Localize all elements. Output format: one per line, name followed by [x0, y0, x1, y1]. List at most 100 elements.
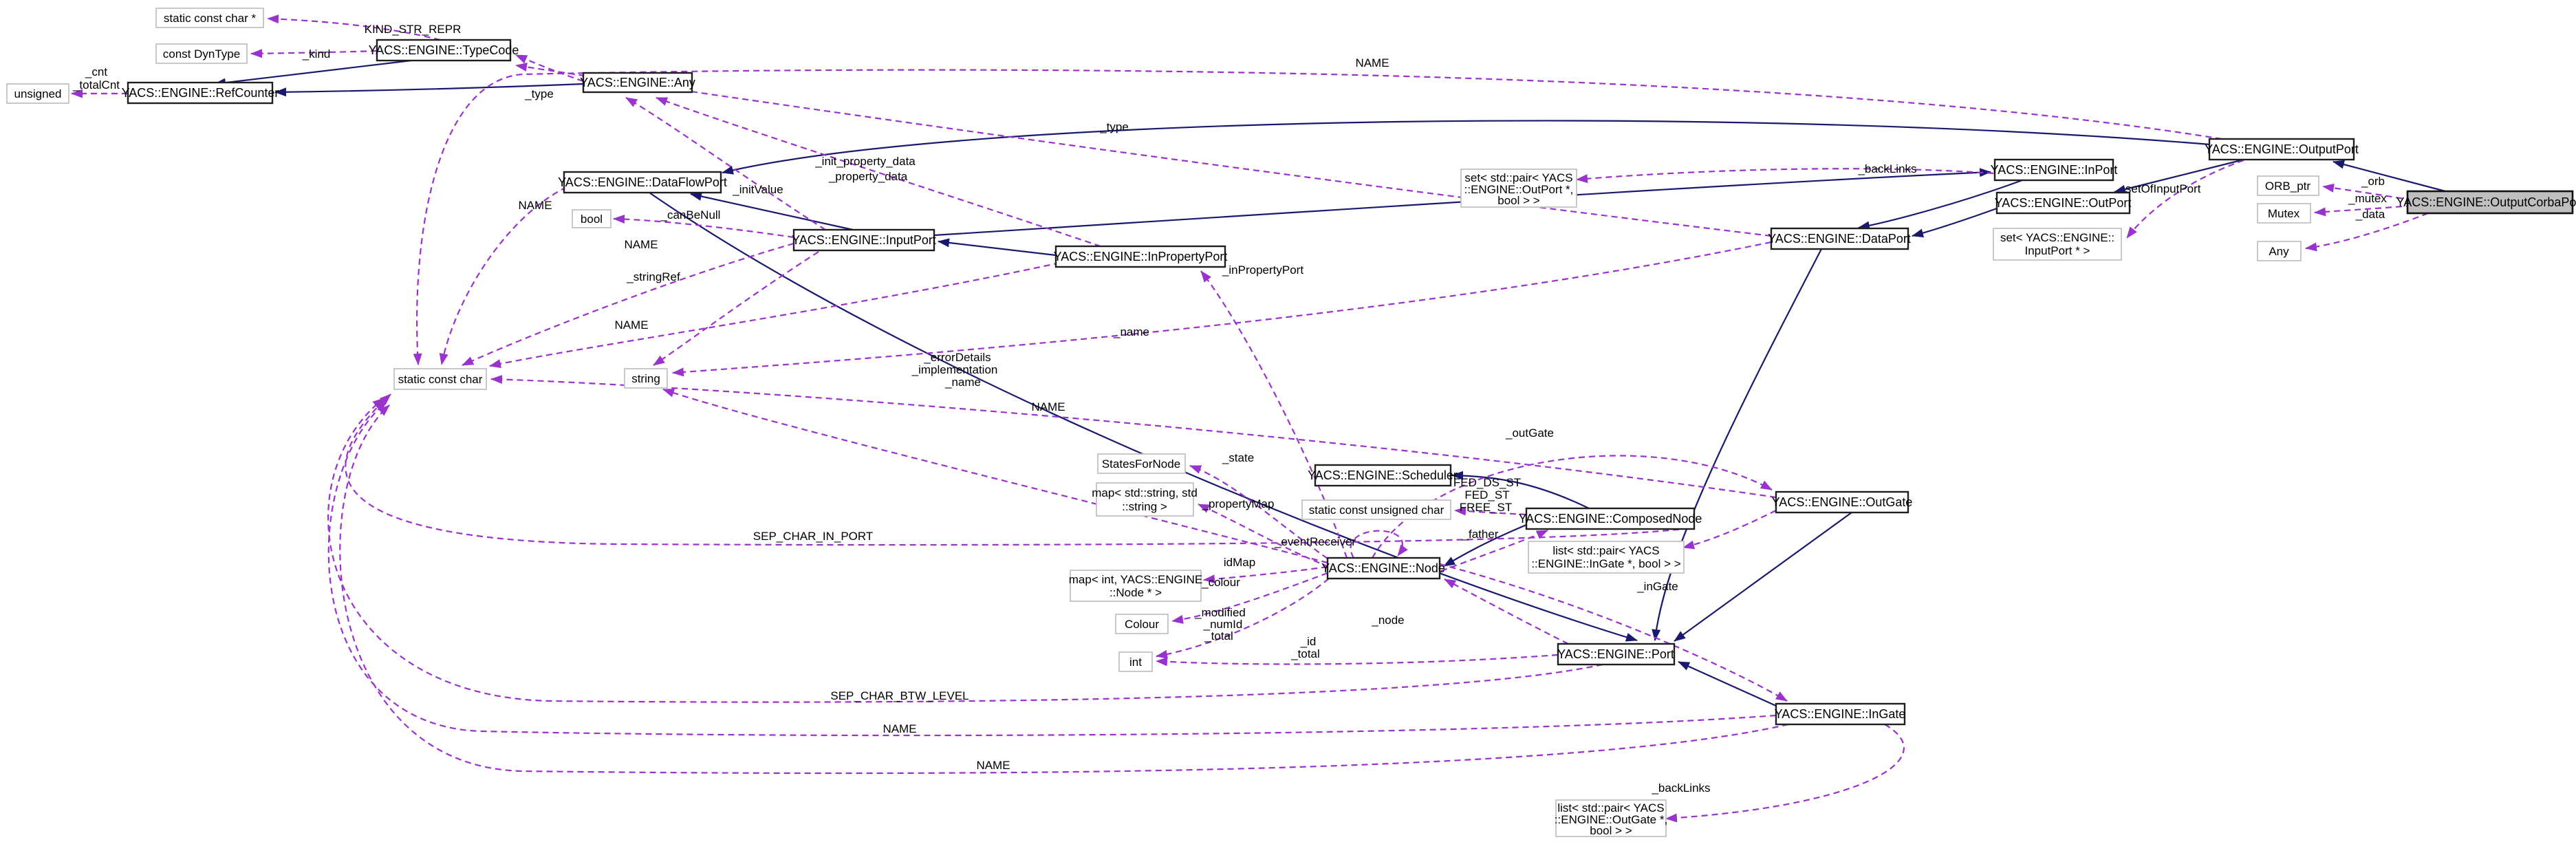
ext-node-static-const-char-ptr: static const char *: [155, 8, 264, 28]
edge-label-colour: _colour: [1201, 576, 1240, 589]
class-node-inputport[interactable]: YACS::ENGINE::InputPort: [792, 228, 936, 252]
ext-node-map-string-string-box: [1096, 482, 1194, 517]
ext-node-static-const-uchar-box: [1301, 499, 1451, 520]
edge-label-name-dataport: _name: [1113, 325, 1149, 338]
class-node-any[interactable]: YACS::ENGINE::Any: [580, 72, 695, 94]
ext-node-bool-label: bool: [581, 213, 603, 226]
edge-usage-node-int: [1156, 578, 1330, 659]
edge-usage-outgate-name: [490, 375, 1777, 499]
ext-node-list-outgate-line3: bool > >: [1590, 824, 1632, 837]
edge-usage-port-name: [327, 401, 1777, 737]
class-node-node-label: YACS::ENGINE::Node: [1321, 561, 1445, 575]
ext-node-set-outport-line3: bool > >: [1497, 194, 1540, 207]
class-node-outgate[interactable]: YACS::ENGINE::OutGate: [1772, 490, 1913, 514]
ext-node-static-const-uchar: static const unsigned char: [1301, 499, 1451, 520]
class-node-port-box: [1557, 643, 1676, 666]
edge-usage-idmap: [1203, 565, 1328, 584]
class-node-node[interactable]: YACS::ENGINE::Node: [1321, 557, 1445, 580]
edge-usage-stringref: [653, 251, 819, 366]
class-node-outport[interactable]: YACS::ENGINE::OutPort: [1995, 191, 2132, 215]
class-node-any-label: YACS::ENGINE::Any: [580, 76, 695, 89]
class-node-outputport-box: [2208, 138, 2355, 161]
edge-usage-father: [1440, 529, 1548, 572]
edge-label-type-any: _type: [524, 87, 554, 100]
edge-label-sep-char-btw-level: SEP_CHAR_BTW_LEVEL: [830, 689, 968, 702]
ext-node-list-outgate-line1: list< std::pair< YACS: [1557, 801, 1664, 814]
edge-usage-inputport-name: [462, 242, 794, 367]
ext-node-set-outport-line1: set< std::pair< YACS: [1464, 171, 1572, 184]
ext-node-list-outgate: list< std::pair< YACS ::ENGINE::OutGate …: [1555, 799, 1667, 837]
edge-inherit-outputcorbaport-outputport: [2333, 160, 2446, 193]
class-node-outputcorbaport-label: YACS::ENGINE::OutputCorbaPort: [2396, 195, 2576, 209]
ext-node-map-string-string: map< std::string, std ::string >: [1092, 482, 1198, 517]
edge-usage-initvalue: [625, 97, 826, 230]
class-node-composednode-label: YACS::ENGINE::ComposedNode: [1519, 512, 1702, 526]
edge-label-name-outputport: NAME: [1355, 56, 1389, 69]
class-node-dataport[interactable]: YACS::ENGINE::DataPort: [1768, 227, 1911, 250]
ext-node-list-ingate-box: [1528, 541, 1685, 574]
edge-usage-canbenull: [613, 214, 794, 239]
ext-node-int: int: [1118, 651, 1153, 672]
edge-label-cnt: _cnt: [85, 65, 107, 78]
class-node-dataport-box: [1770, 227, 1909, 250]
class-node-dataport-label: YACS::ENGINE::DataPort: [1768, 232, 1911, 246]
edge-label-free-st: FREE_ST: [1460, 501, 1513, 514]
class-node-dataflowport[interactable]: YACS::ENGINE::DataFlowPort: [558, 171, 727, 194]
edge-inherit-inpropertyport-inputport: [938, 238, 1057, 257]
class-node-ingate[interactable]: YACS::ENGINE::InGate: [1775, 702, 1906, 726]
ext-node-const-dyntype-label: const DynType: [163, 47, 240, 61]
ext-node-map-int-node: map< int, YACS::ENGINE ::Node * >: [1069, 570, 1202, 602]
edge-usage-outputport-name: [413, 69, 2222, 365]
ext-node-list-ingate-line2: ::ENGINE::InGate *, bool > >: [1531, 557, 1680, 570]
edge-inherit-composednode-scheduler: [1451, 471, 1590, 509]
edge-label-name-ingate: NAME: [976, 759, 1010, 772]
edge-label-kind-str-repr: KIND_STR_REPR: [365, 23, 462, 36]
edge-inherit-outgate-port: [1674, 512, 1852, 642]
ext-node-mutex-label: Mutex: [2268, 207, 2300, 220]
class-node-scheduler[interactable]: YACS::ENGINE::Scheduler: [1308, 464, 1458, 487]
class-node-port[interactable]: YACS::ENGINE::Port: [1557, 643, 1676, 666]
class-node-inpropertyport-label: YACS::ENGINE::InPropertyPort: [1054, 250, 1228, 263]
edge-usage-orb: [2322, 183, 2413, 202]
edge-label-total-port: _total: [1290, 647, 1320, 660]
class-node-outputport[interactable]: YACS::ENGINE::OutputPort: [2205, 138, 2359, 161]
ext-node-list-ingate: list< std::pair< YACS ::ENGINE::InGate *…: [1528, 541, 1685, 574]
class-node-composednode[interactable]: YACS::ENGINE::ComposedNode: [1519, 507, 1702, 530]
class-node-refcounter-box: [127, 81, 274, 105]
class-node-inpropertyport-box: [1054, 245, 1226, 268]
ext-node-statesfornode: StatesForNode: [1097, 453, 1186, 474]
ext-node-orb-ptr-box: [2257, 175, 2319, 196]
edge-label-id: _id: [1300, 635, 1317, 648]
ext-node-string: string: [624, 368, 668, 389]
ext-node-int-label: int: [1129, 656, 1142, 669]
ext-node-bool-box: [572, 209, 611, 228]
ext-node-set-inputport: set< YACS::ENGINE:: InputPort * >: [1993, 228, 2122, 261]
ext-node-orb-ptr: ORB_ptr: [2257, 175, 2319, 196]
class-node-inport[interactable]: YACS::ENGINE::InPort: [1991, 158, 2118, 182]
class-node-outport-box: [1995, 191, 2131, 215]
edge-usage-sep-char-btw-level: [327, 398, 1603, 703]
ext-node-set-outport-box: [1460, 169, 1577, 208]
edge-label-fed-st: FED_ST: [1464, 488, 1509, 501]
class-node-inputport-label: YACS::ENGINE::InputPort: [792, 233, 936, 247]
class-node-outputcorbaport-main[interactable]: YACS::ENGINE::OutputCorbaPort: [2396, 190, 2576, 215]
edge-label-implementation: _implementation: [911, 363, 998, 376]
class-node-any-box: [582, 72, 693, 94]
ext-node-set-outport-line2: ::ENGINE::OutPort *,: [1464, 183, 1574, 196]
class-node-scheduler-label: YACS::ENGINE::Scheduler: [1308, 468, 1458, 482]
ext-node-list-outgate-box: [1555, 799, 1667, 837]
ext-node-static-const-char-ptr-box: [155, 8, 264, 28]
edge-usage-mutex: [2314, 204, 2413, 217]
edge-usage-ingate-member: [1439, 563, 1788, 702]
edge-usage-node-member: [1444, 579, 1569, 645]
edge-label-name-outgate: NAME: [1031, 400, 1065, 413]
ext-node-int-box: [1118, 651, 1153, 672]
edge-inherit-ingate-port: [1678, 660, 1777, 707]
edge-label-father: _father: [1462, 528, 1499, 541]
edge-inherit-outputport-dataflowport: [722, 120, 2211, 175]
class-node-inpropertyport[interactable]: YACS::ENGINE::InPropertyPort: [1054, 245, 1228, 268]
class-node-refcounter[interactable]: YACS::ENGINE::RefCounter: [122, 81, 279, 105]
class-node-typecode[interactable]: YACS::ENGINE::TypeCode: [369, 39, 519, 62]
ext-node-unsigned-label: unsigned: [14, 87, 61, 100]
